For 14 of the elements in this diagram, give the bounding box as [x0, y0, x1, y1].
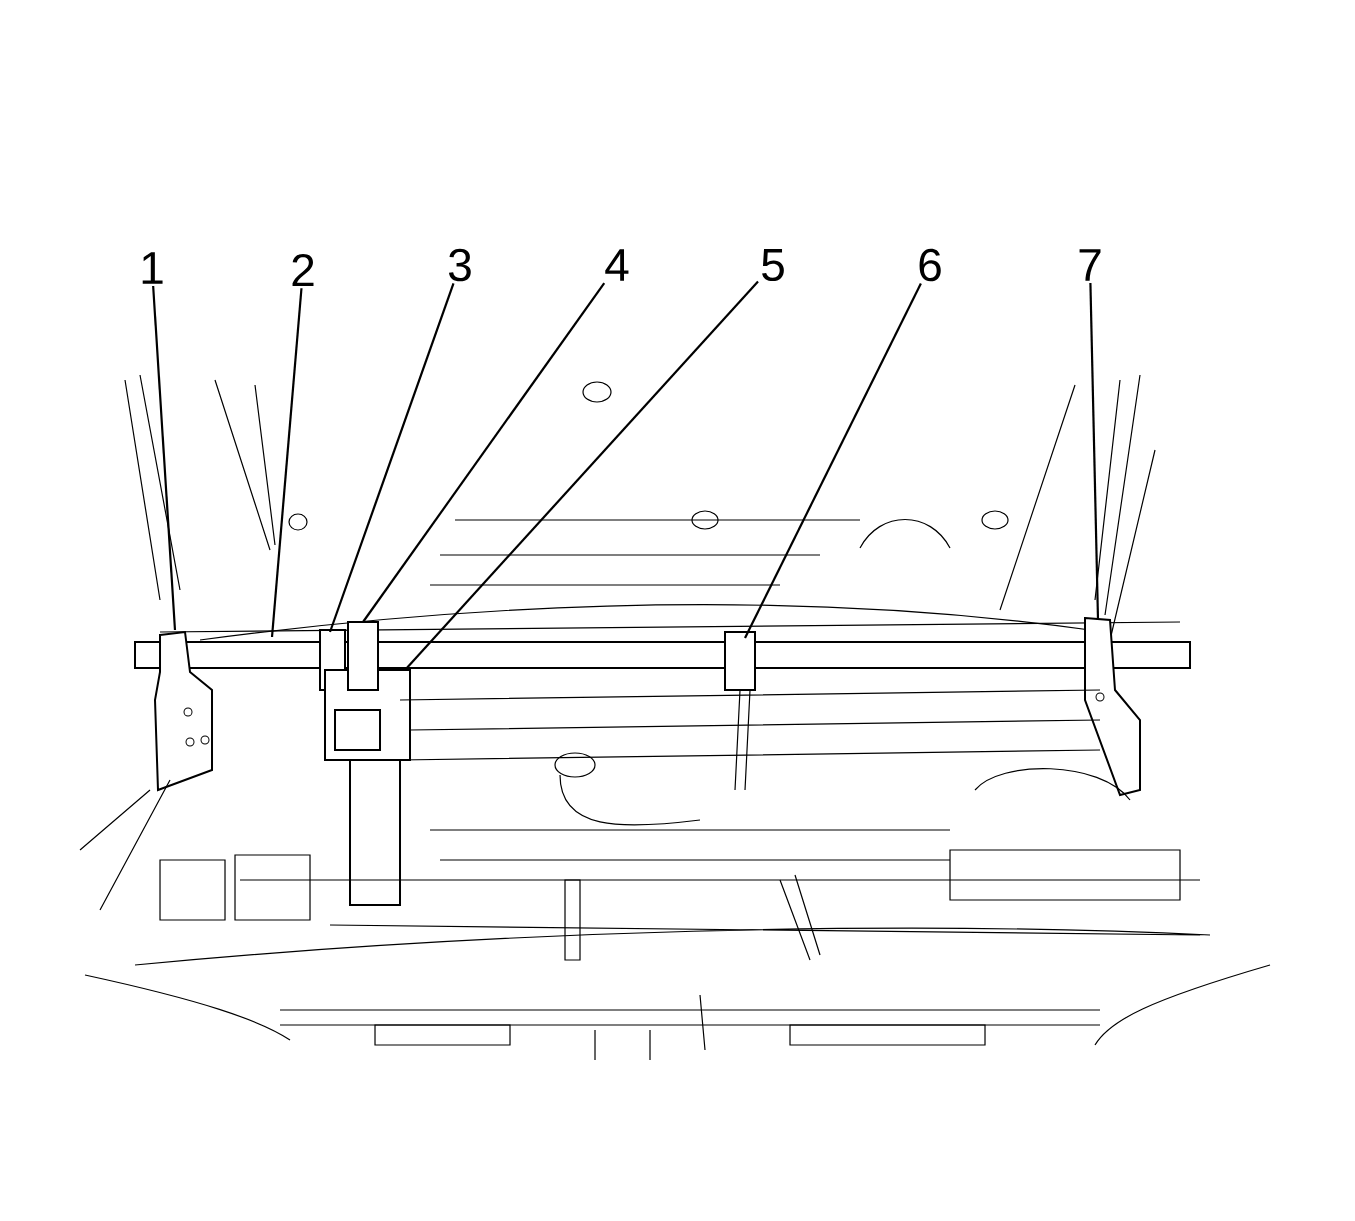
leader-line: [404, 280, 759, 671]
leader-line: [1089, 283, 1100, 621]
callout-number: 2: [292, 253, 314, 287]
leader-line: [362, 282, 606, 623]
leader-line: [152, 285, 177, 631]
callout-number: 7: [1079, 249, 1101, 281]
callout-number: 3: [448, 248, 471, 282]
callout-number: 1: [142, 252, 163, 284]
leader-line: [270, 288, 303, 638]
callout-number: 4: [605, 249, 629, 281]
callout-number: 6: [919, 248, 941, 282]
leader-line: [328, 283, 455, 633]
leader-line: [744, 283, 922, 639]
callout-number: 5: [762, 248, 784, 282]
